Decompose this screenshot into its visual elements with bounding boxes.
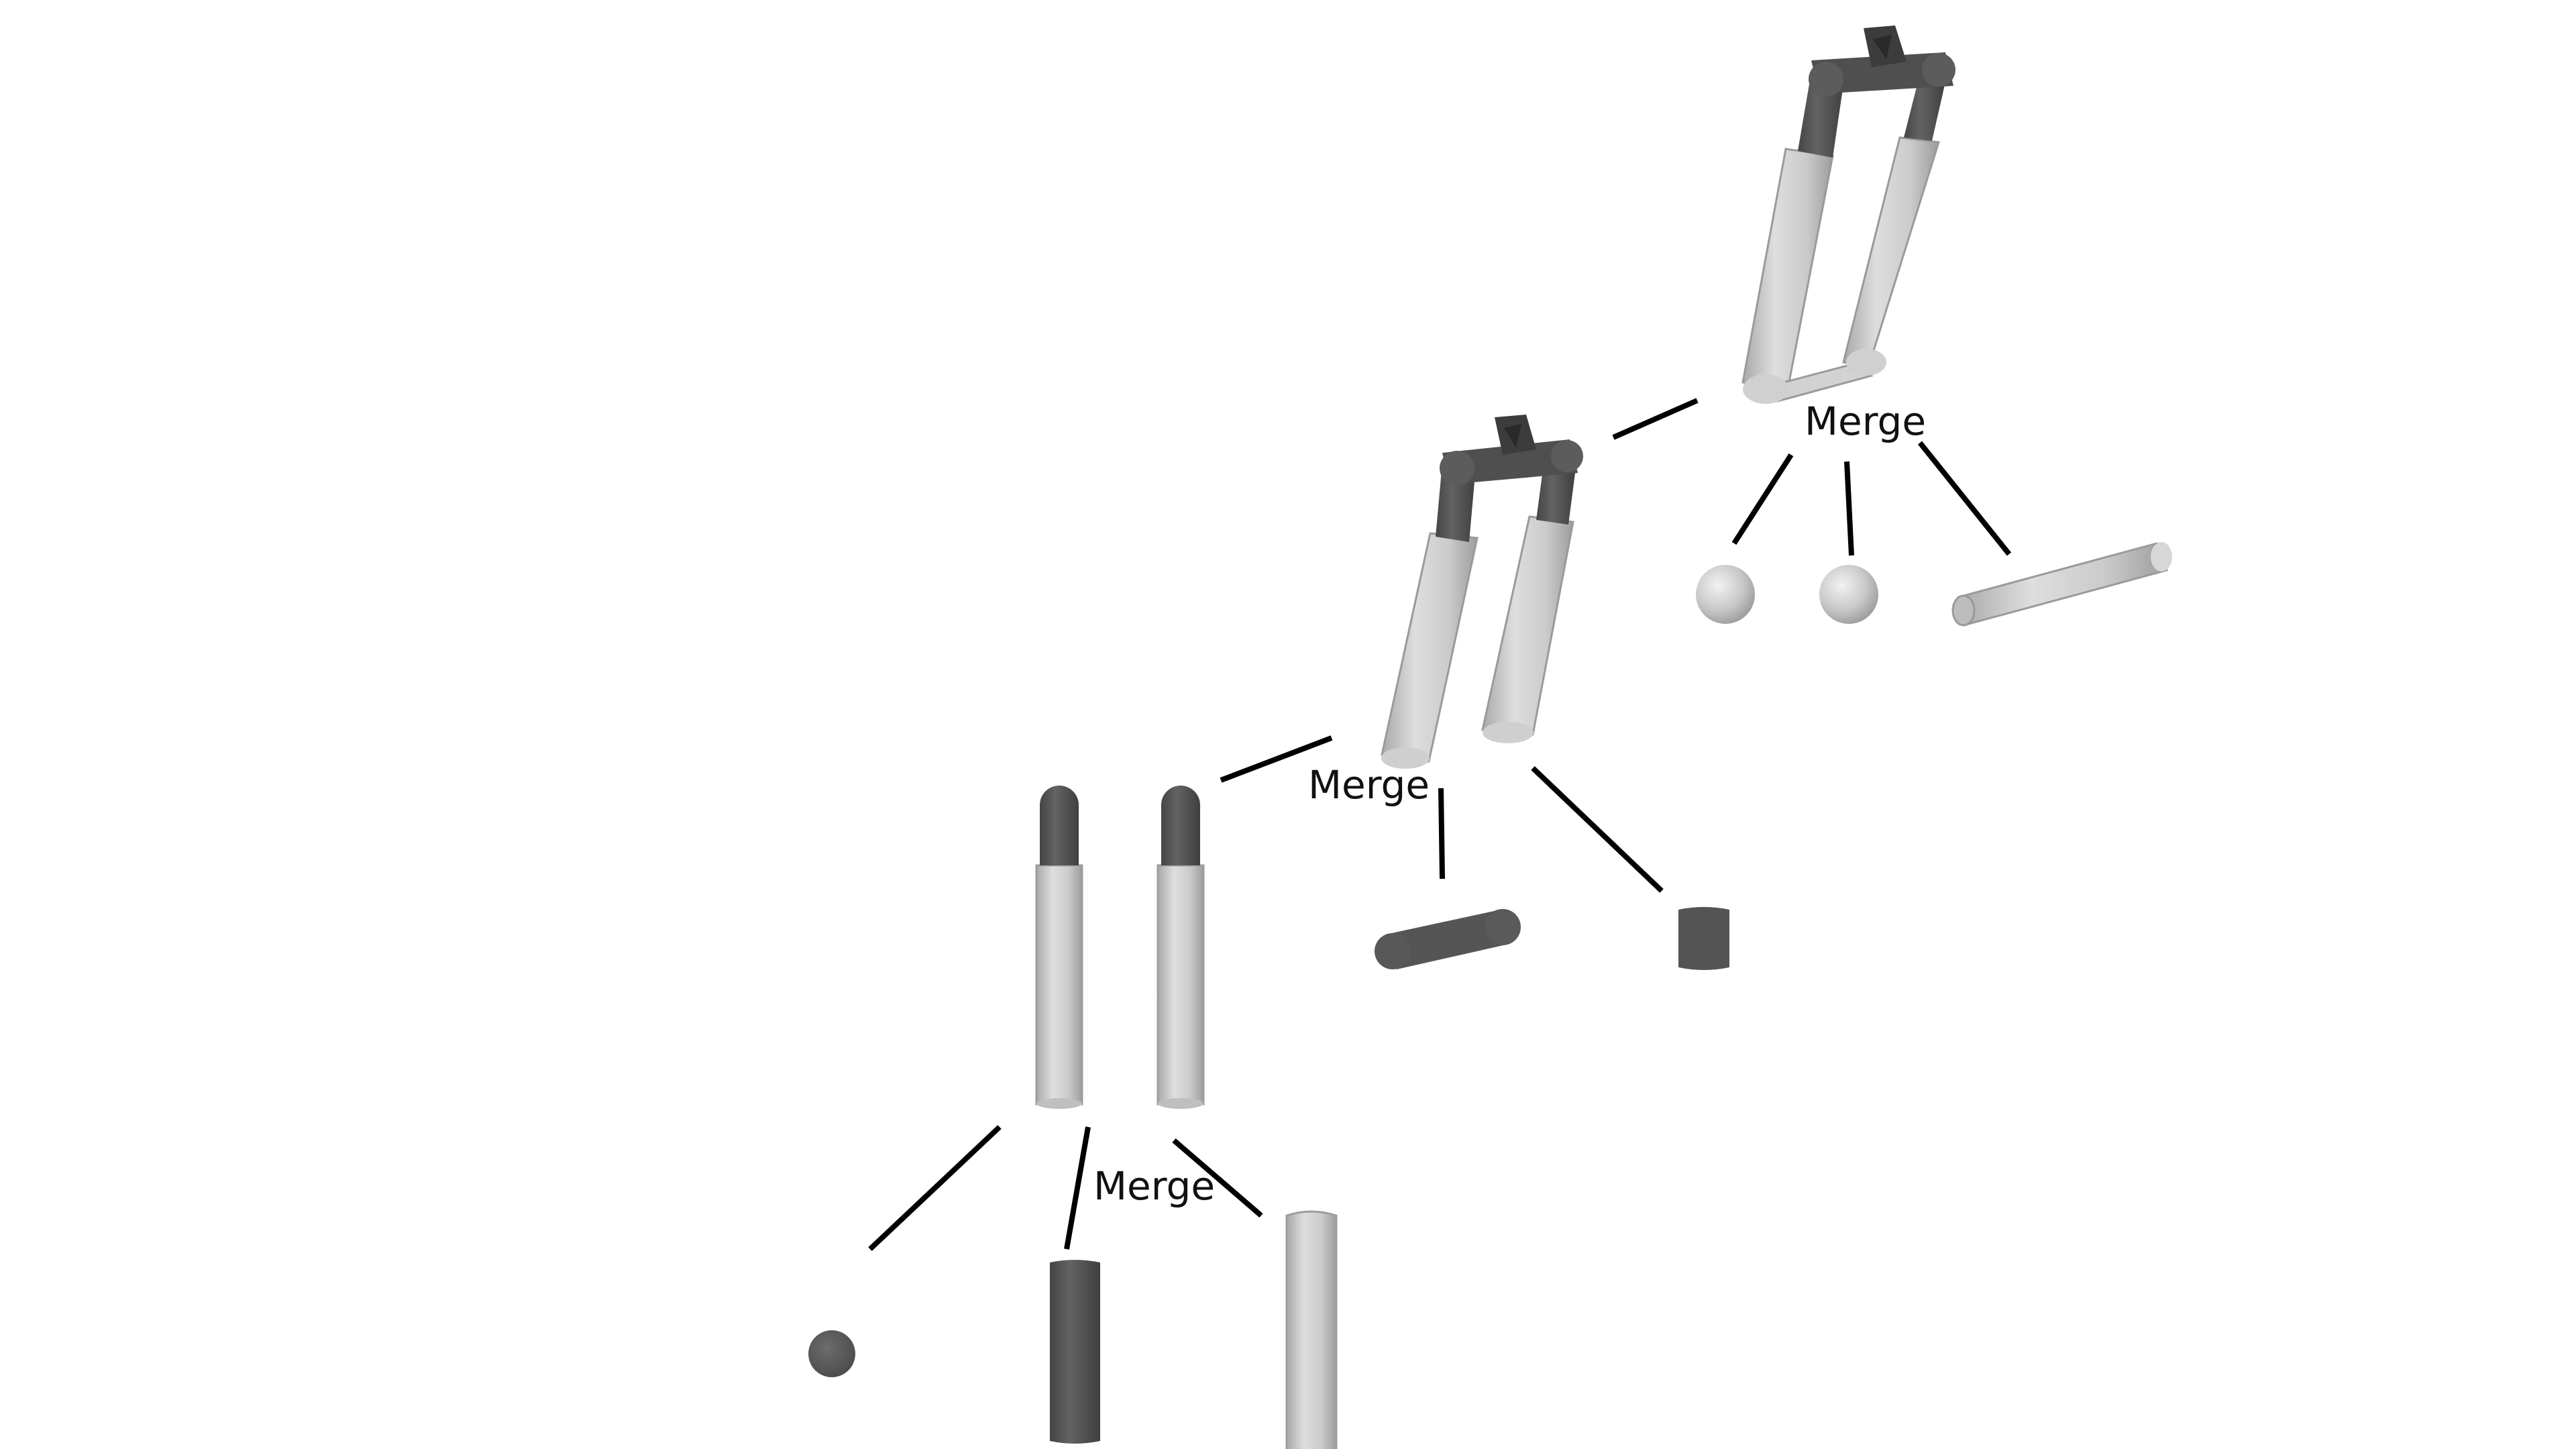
connector-top-ball-left bbox=[1731, 453, 1794, 545]
horizontal-rod bbox=[1951, 542, 2172, 627]
merge-label-bottom: Merge bbox=[1093, 1163, 1215, 1209]
light-cylinder bbox=[1285, 1210, 1338, 1449]
connector-middle-block bbox=[1531, 766, 1664, 893]
dark-cylinder bbox=[1050, 1260, 1100, 1444]
ball-joint-right bbox=[1819, 565, 1878, 624]
connector-bottom-dark-cylinder bbox=[1064, 1126, 1091, 1250]
connector-middle-to-bottom bbox=[1220, 735, 1333, 783]
connector-top-to-middle bbox=[1612, 398, 1699, 440]
full-frame-assembly bbox=[1741, 25, 1955, 404]
connector-top-ball-right bbox=[1844, 461, 1854, 556]
merge-label-middle: Merge bbox=[1308, 762, 1430, 808]
connector-bottom-sphere bbox=[868, 1125, 1002, 1251]
two-capped-posts bbox=[1035, 786, 1205, 1109]
dark-crossbar bbox=[1375, 909, 1521, 969]
merge-label-top: Merge bbox=[1805, 398, 1926, 444]
u-frame-assembly bbox=[1381, 415, 1583, 769]
connector-bottom-light-cylinder bbox=[1172, 1138, 1263, 1218]
ball-joint-left bbox=[1696, 565, 1755, 624]
dark-sphere bbox=[808, 1330, 855, 1377]
connector-middle-crossbar bbox=[1438, 788, 1445, 879]
dark-connector-block bbox=[1678, 907, 1729, 970]
connector-top-rod bbox=[1917, 441, 2012, 556]
